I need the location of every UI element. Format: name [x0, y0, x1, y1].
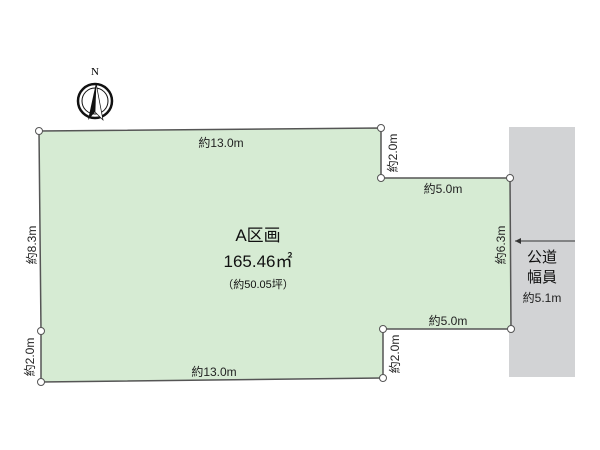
- compass-north-label: N: [91, 66, 99, 78]
- road-label-line1: 公道: [527, 249, 557, 266]
- dim-bottom: 約13.0m: [191, 364, 236, 379]
- dim-notch-bottom-vertical: 約2.0m: [387, 335, 402, 374]
- dim-left-upper: 約8.3m: [24, 226, 39, 265]
- compass-ring-icon: [76, 82, 114, 120]
- dim-top: 約13.0m: [198, 135, 243, 150]
- dim-left-lower: 約2.0m: [22, 338, 37, 377]
- lot-area: 165.46㎡: [224, 252, 293, 271]
- dim-frontage: 約6.3m: [493, 226, 508, 265]
- dim-notch-top-horizontal: 約5.0m: [424, 181, 463, 196]
- compass: N: [76, 66, 114, 122]
- road-width-label: 約5.1m: [523, 290, 562, 305]
- lot-name: A区画: [235, 226, 280, 245]
- road-label-line2: 幅員: [527, 269, 557, 286]
- corner-markers: [35, 124, 515, 386]
- lot-outline: [38, 127, 512, 383]
- north-arrow-icon: [88, 83, 96, 120]
- lot-area-tsubo: （約50.05坪）: [222, 277, 294, 291]
- public-road: [509, 127, 575, 377]
- dim-notch-top-vertical: 約2.0m: [385, 134, 400, 173]
- arrow-head-icon: [515, 238, 521, 244]
- dim-notch-bottom-horizontal: 約5.0m: [429, 313, 468, 328]
